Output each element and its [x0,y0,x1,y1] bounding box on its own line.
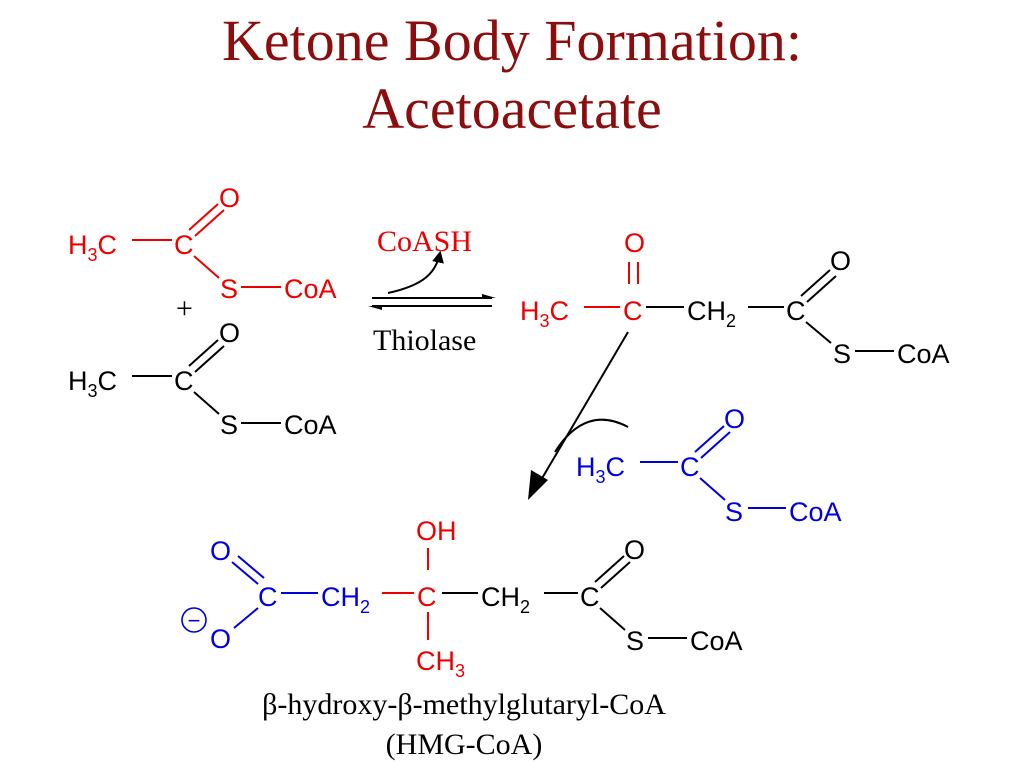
carbonyl-carbon: C [174,366,194,396]
coa-label: CoA [789,497,842,527]
keto-carbon: C [623,296,643,326]
slide-title-line-1: Ketone Body Formation: [222,8,802,73]
methylene-label: CH2 [687,296,736,331]
methyl-label: H3C [520,296,569,331]
thioester-carbon: C [786,296,806,326]
hmg-coa: O C O − CH2 C OH CH3 CH2 C O [181,516,743,681]
sulfur: S [725,497,743,527]
thioester-oxygen: O [830,246,851,276]
carbonyl-carbon: C [174,230,194,260]
methyl-label: H3C [68,366,117,401]
carboxylate-oxygen: O [210,624,231,654]
sulfur: S [833,339,851,369]
negative-charge: − [188,608,201,633]
central-carbon: C [417,582,437,612]
enzyme-label: Thiolase [373,324,476,357]
coa-label: CoA [284,274,337,304]
oxygen: O [219,183,240,213]
oxygen: O [724,404,745,434]
thioester-carbon: C [580,582,600,612]
product-name: β-hydroxy-β-methylglutaryl-CoA [262,688,666,721]
thioester-oxygen: O [624,535,645,565]
acetoacetyl-coa: H3C C O CH2 C O S CoA [520,228,950,369]
methyl-label: CH3 [416,646,465,681]
negative-charge-circle [181,607,207,633]
methyl-label: H3C [576,452,625,487]
acetyl-coa-3: H3C C O S CoA [576,404,842,527]
slide-title-line-2: Acetoacetate [362,76,662,141]
methyl-label: H3C [68,230,117,265]
coash-label: CoASH [377,225,472,258]
coash-release-arrow [387,250,444,294]
coa-label: CoA [284,410,337,440]
carboxyl-carbon: C [258,582,278,612]
hmg-synthase-arrow [528,331,629,500]
sulfur: S [220,274,238,304]
coa-label: CoA [690,626,743,656]
thiolase-equilibrium-arrow [368,250,496,310]
plus-sign: + [176,292,193,325]
methylene-label-right: CH2 [481,582,530,617]
sulfur: S [220,410,238,440]
carbonyl-carbon: C [680,452,700,482]
acetyl-coa-1: H3C C O S CoA [68,183,337,304]
sulfur: S [626,626,644,656]
methylene-label-left: CH2 [321,582,370,617]
oxygen: O [219,318,240,348]
carboxyl-oxygen-double: O [210,536,231,566]
keto-oxygen: O [624,228,645,258]
coa-label: CoA [897,339,950,369]
product-abbreviation: (HMG-CoA) [386,728,543,761]
hydroxyl-label: OH [416,516,457,546]
acetyl-coa-2: H3C C O S CoA [68,318,337,440]
